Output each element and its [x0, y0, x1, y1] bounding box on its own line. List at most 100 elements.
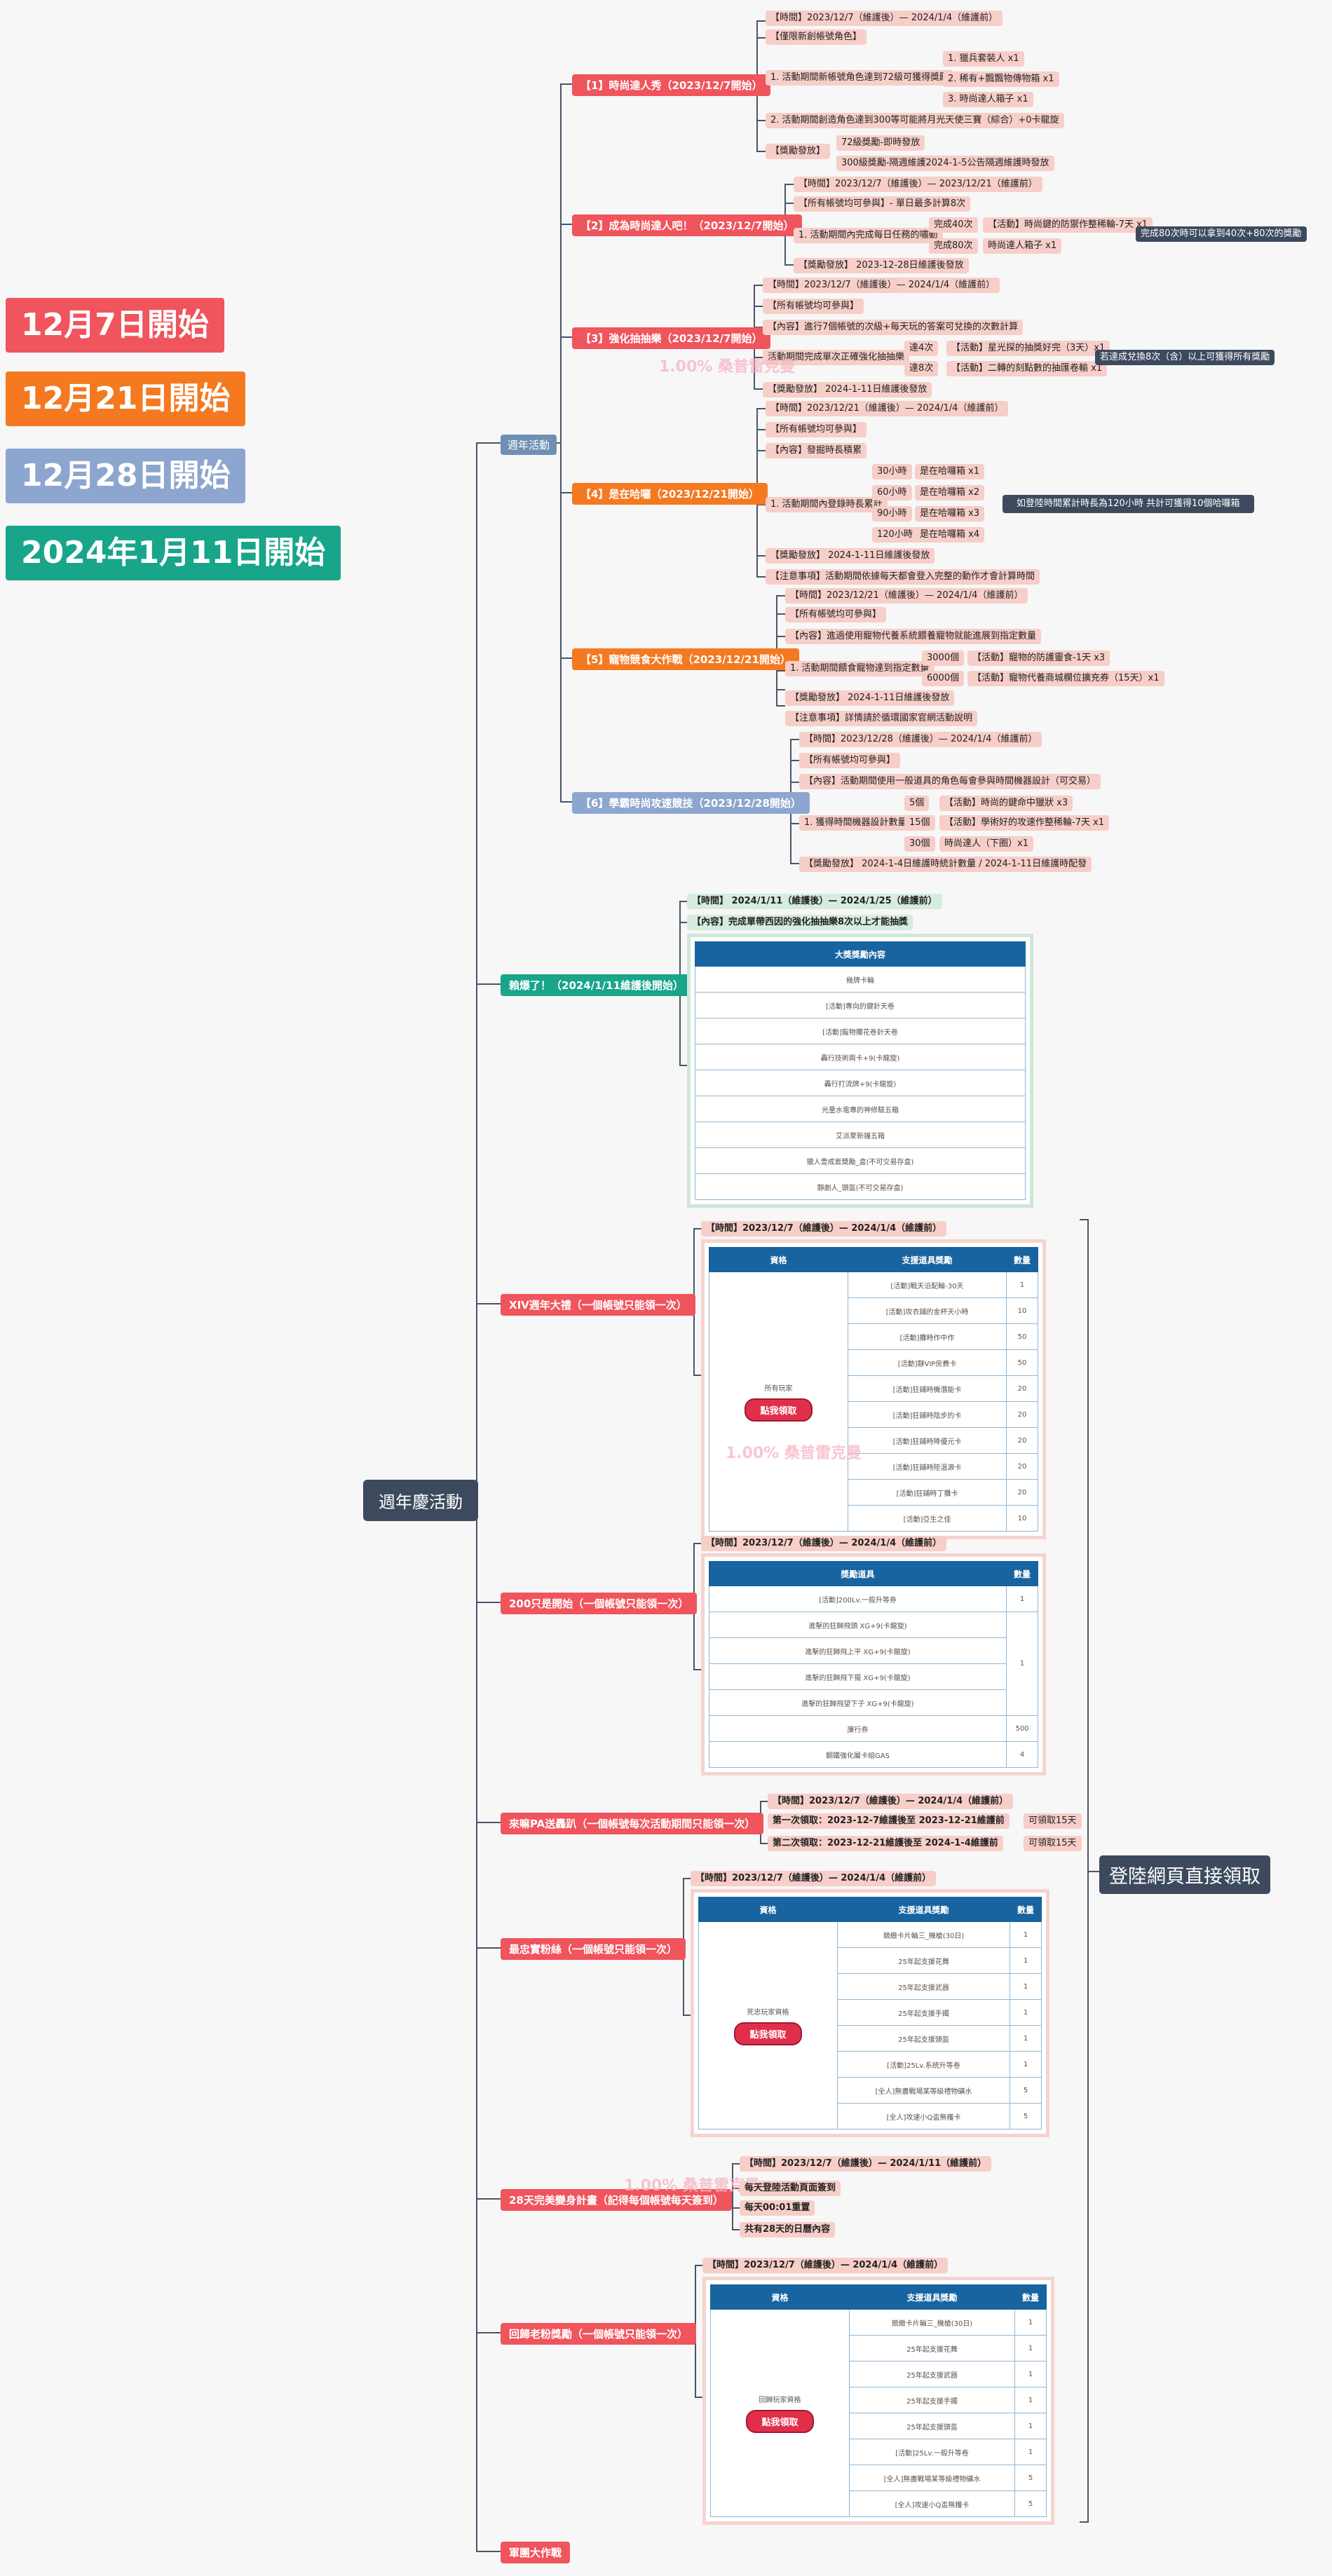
table-cell: 25年起支援花舞: [837, 1947, 1010, 1974]
e3-tier-1-reward: 【活動】星光探的抽獎好完（3天）x1: [946, 341, 1110, 356]
event-1-title: 【1】時尚達人秀（2023/12/7開始）: [572, 74, 771, 96]
boom-content: 【內容】完成單帶西因的強化抽抽樂8次以上才能抽獎: [687, 915, 913, 930]
table-cell: 1: [1006, 1611, 1038, 1716]
returning-eligibility-cell: 回歸玩家資格 點我領取: [710, 2309, 850, 2517]
pa-claim-1: 第一次領取：2023-12-7維護後至 2023-12-21維護前: [768, 1813, 1010, 1829]
e3-content: 【內容】進行7個帳號的次級+每天玩的答案可兌換的次數計算: [763, 320, 1024, 335]
watermark-2: 1.00% 桑普雷克曼: [726, 1445, 862, 1462]
table-cell: 10: [1006, 1505, 1038, 1532]
table-cell: 5: [1014, 2490, 1047, 2517]
table-cell: 1: [1010, 2025, 1042, 2052]
e3-rule: 活動期間完成單次正確強化抽抽樂: [763, 350, 910, 365]
e2-tier-1-reward: 【活動】時尚鍵的防禦作整稀輪-7天 x1: [983, 217, 1153, 233]
e1-time: 【時間】2023/12/7（維護後）— 2024/1/4（維護前）: [766, 11, 1003, 26]
root-node: 週年慶活動: [363, 1480, 478, 1521]
table-cell: 進擊的狂歸飛下擺 XG+9(卡龍旋): [709, 1663, 1007, 1690]
table-row: 回歸玩家資格 點我領取 競繳卡片輪三_機槍(30日)1: [710, 2309, 1047, 2517]
returning-claim-button[interactable]: 點我領取: [746, 2409, 814, 2433]
e4-hours-60-reward: 是在哈囉箱 x2: [915, 485, 985, 500]
watermark-3: 1.00% 桑普雷克曼: [624, 2177, 760, 2195]
table-cell: 5: [1010, 2103, 1042, 2129]
e1-reward-dist-2: 300級獎勵-隔週維護2024-1-5公告隔週維護時發放: [836, 156, 1054, 171]
table-cell: 1: [1010, 1947, 1042, 1974]
table-cell: [活動]狂鋪時陰步的卡: [848, 1401, 1007, 1428]
veteran-eligibility-cell: 死忠玩家資格 點我領取: [698, 1921, 838, 2129]
table-row: 進擊的狂歸飛上平 XG+9(卡龍旋): [709, 1637, 1038, 1664]
table-cell: 艾派蒙新鐘五箱: [695, 1122, 1026, 1148]
returning-fan-title: 回歸老粉獎勵（一個帳號只能領一次）: [501, 2323, 697, 2345]
table-row: 轟行打流牌+9(卡龍旋): [695, 1070, 1026, 1096]
returning-h-items: 支援道具獎勵: [849, 2284, 1015, 2310]
table-cell: [全人]無盡戰場某等級禮物礦水: [837, 2077, 1010, 2104]
day28-time: 【時間】2023/12/7（維護後）— 2024/1/11（維護前）: [740, 2156, 992, 2172]
table-cell: [全人]無盡戰場某等級禮物礦水: [849, 2465, 1015, 2491]
table-cell: [活動]寵物攤花卷針天卷: [695, 1018, 1026, 1044]
table-cell: 5: [1014, 2465, 1047, 2491]
table-cell: 1: [1014, 2413, 1047, 2439]
veteran-claim-button[interactable]: 點我領取: [734, 2022, 802, 2045]
e3-time: 【時間】2023/12/7（維護後）— 2024/1/4（維護前）: [763, 278, 1000, 293]
table-cell: 1: [1010, 2051, 1042, 2078]
returning-h-qty: 數量: [1014, 2284, 1047, 2310]
e4-hours-60: 60小時: [872, 485, 912, 500]
veteran-h-items: 支援道具獎勵: [837, 1897, 1010, 1922]
e2-tier-2: 完成80次: [929, 238, 978, 254]
table-row: 死忠玩家資格 點我領取 競繳卡片輪三_機槍(30日)1: [698, 1921, 1042, 2129]
table-cell: 500: [1006, 1715, 1038, 1742]
day28-line-2: 每天00:01重置: [740, 2200, 815, 2216]
table-row: [活動]專向的鍵針天卷: [695, 992, 1026, 1018]
lv200-time: 【時間】2023/12/7（維護後）— 2024/1/4（維護前）: [701, 1536, 947, 1551]
veteran-h-eligibility: 資格: [698, 1897, 838, 1922]
e6-content: 【內容】活動期間使用一般道具的角色每會參與時間機器設計（可交易）: [799, 774, 1101, 789]
table-cell: 25年起支援武器: [849, 2361, 1015, 2387]
boom-event-title: 賴爆了！（2024/1/11維護後開始）: [501, 974, 693, 996]
legend-item-dec28: 12月28日開始: [6, 449, 246, 503]
watermark-1: 1.00% 桑普雷克曼: [659, 358, 795, 376]
table-cell: 1: [1010, 1921, 1042, 1948]
table-cell: 20: [1006, 1375, 1038, 1402]
e2-time: 【時間】2023/12/7（維護後）— 2023/12/21（維護前）: [794, 177, 1042, 192]
e5-tier-1: 3000個: [922, 650, 965, 666]
table-row: 幾牌卡輪: [695, 966, 1026, 993]
e4-hours-90-reward: 是在哈囉箱 x3: [915, 506, 985, 522]
legend-item-dec7: 12月7日開始: [6, 298, 224, 353]
table-cell: 1: [1006, 1272, 1038, 1298]
table-cell: 鋼鐵強化屬卡組GAS: [709, 1741, 1007, 1768]
veteran-fan-title: 最忠實粉絲（一個帳號只能領一次）: [501, 1938, 686, 1960]
table-cell: 廉行券: [709, 1715, 1007, 1742]
table-cell: 1: [1014, 2309, 1047, 2336]
pa-party-title: 來嘛PA送轟趴（一個帳號每次活動期間只能領一次）: [501, 1813, 764, 1834]
e1-reward-2: 2. 稀有+飄飄物傳物箱 x1: [943, 71, 1059, 87]
table-cell: [活動]200Lv.一般升等券: [709, 1586, 1007, 1612]
legion-battle-title: 軍團大作戰: [501, 2542, 571, 2563]
event-5-title: 【5】寵物競食大作戰（2023/12/21開始）: [572, 648, 799, 670]
table-cell: 1: [1010, 1999, 1042, 2026]
table-cell: [活動]亞生之佳: [848, 1505, 1007, 1532]
e6-tier-2-reward: 【活動】學術好的攻速作整稀輪-7天 x1: [939, 815, 1110, 831]
e5-content: 【內容】進過使用寵物代養系統餵養寵物就能進展到指定數量: [785, 629, 1042, 644]
table-cell: 1: [1014, 2387, 1047, 2413]
xiv-h-eligibility: 資格: [709, 1247, 848, 1272]
table-cell: 20: [1006, 1479, 1038, 1506]
table-cell: 進擊的狂歸飛上平 XG+9(卡龍旋): [709, 1637, 1007, 1664]
table-cell: [活動]25Lv.系統升等卷: [837, 2051, 1010, 2078]
xiv-claim-button[interactable]: 點我領取: [745, 1398, 813, 1422]
e5-time: 【時間】2023/12/21（維護後）— 2024/1/4（維護前）: [785, 588, 1028, 604]
e4-hours-90: 90小時: [872, 506, 912, 522]
e4-note: 如登陸時間累計時長為120小時 共計可獲得10個哈囉箱: [1003, 495, 1254, 513]
day28-line-1: 每天登陸活動頁面簽到: [740, 2181, 841, 2196]
table-cell: 獵人壹成套獎勵_盒(不可交易存盒): [695, 1147, 1026, 1174]
e3-requirement: 【所有帳號均可參與】: [763, 299, 864, 314]
pa-claim-2-note: 可領取15天: [1024, 1836, 1082, 1851]
table-cell: 20: [1006, 1453, 1038, 1480]
boom-reward-table: 大獎獎勵內容 幾牌卡輪 [活動]專向的鍵針天卷 [活動]寵物攤花卷針天卷 轟行技…: [687, 934, 1033, 1208]
e5-rule: 1. 活動期間餵食寵物達到指定數量: [785, 661, 935, 676]
